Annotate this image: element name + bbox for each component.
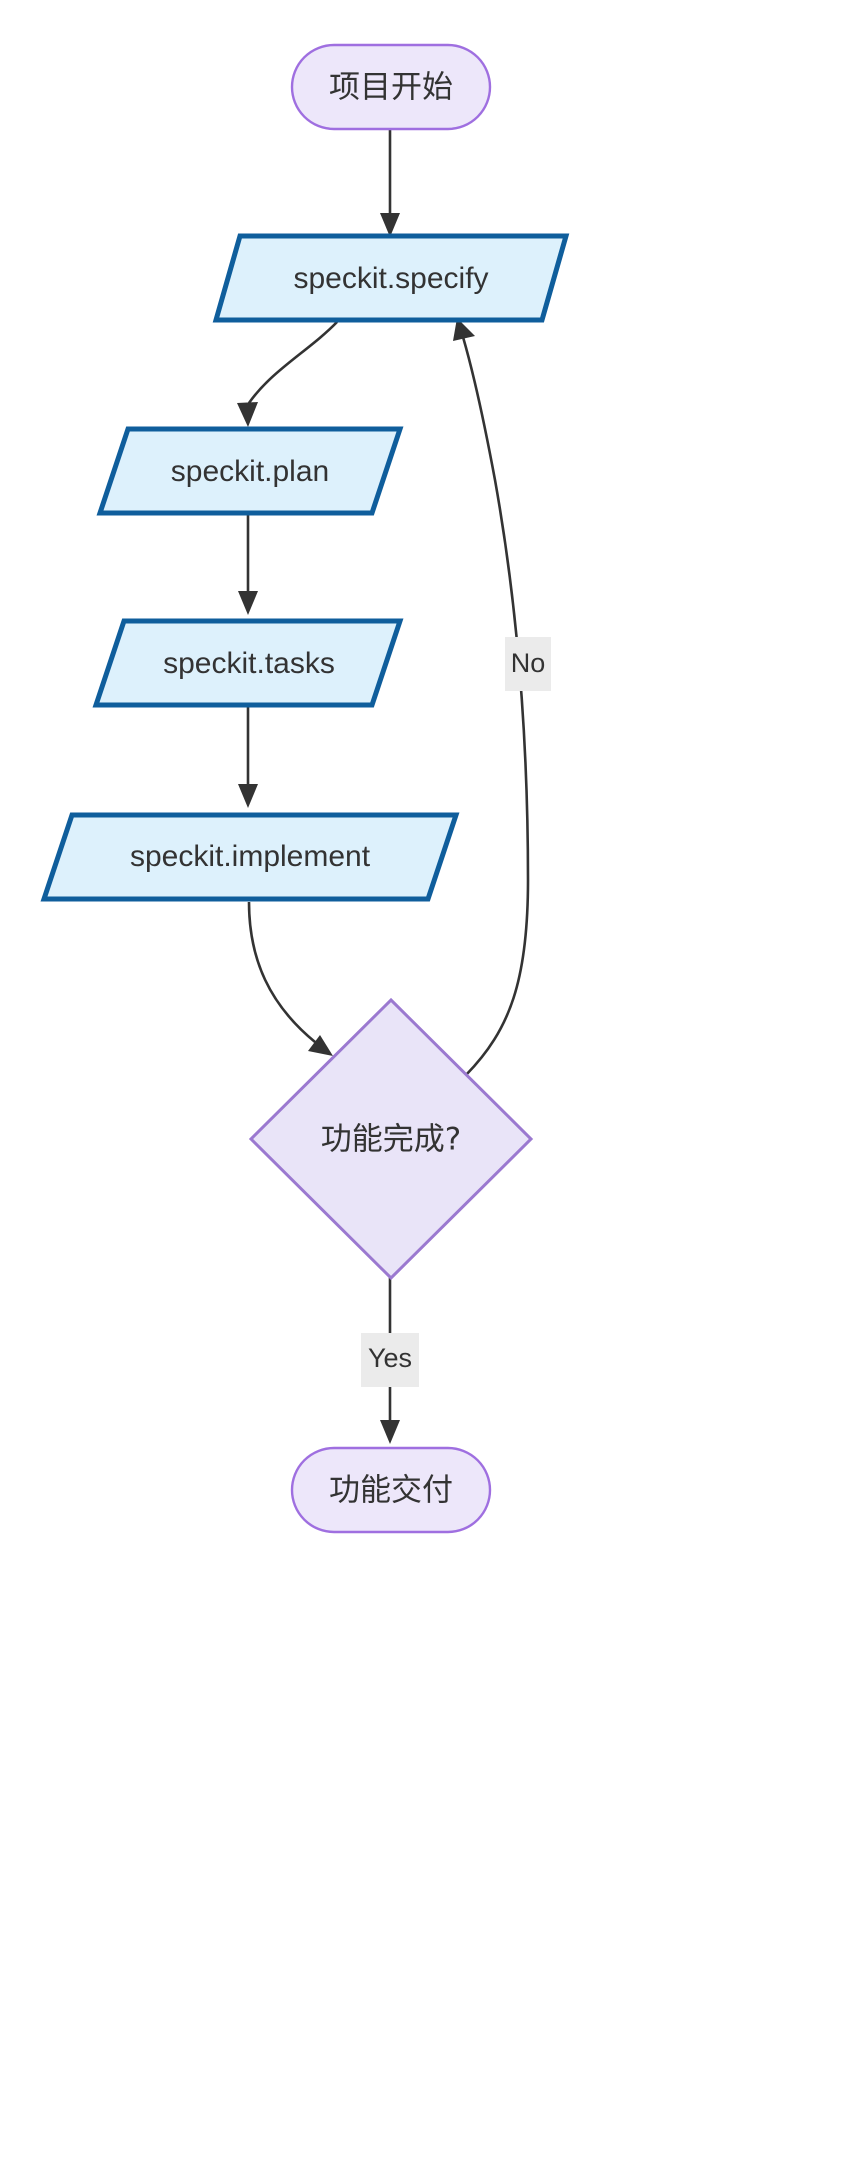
node-implement[interactable]: speckit.implement	[40, 812, 460, 902]
arrowhead-icon	[380, 1420, 400, 1444]
tasks-node-label: speckit.tasks	[163, 647, 335, 680]
tasks-node-shape[interactable]	[92, 618, 404, 708]
node-specify[interactable]: speckit.specify	[212, 233, 570, 323]
end-node-label: 功能交付	[329, 1473, 453, 1509]
node-start[interactable]: 项目开始	[290, 43, 492, 131]
edge-start-to-specify	[380, 128, 400, 237]
arrowhead-icon	[453, 318, 475, 341]
arrowhead-icon	[238, 591, 258, 615]
specify-node-label: speckit.specify	[293, 262, 488, 295]
implement-node-label: speckit.implement	[130, 840, 371, 873]
edge-plan-to-tasks	[238, 515, 258, 615]
edge-line	[247, 321, 338, 404]
start-node-shape[interactable]	[290, 43, 492, 131]
node-tasks[interactable]: speckit.tasks	[92, 618, 404, 708]
edge-line	[461, 336, 530, 1076]
edge-label-yes-text: Yes	[368, 1343, 412, 1373]
start-node-label: 项目开始	[329, 70, 453, 106]
edge-label-no: No	[505, 637, 551, 691]
decision-node-shape[interactable]	[248, 997, 534, 1281]
arrowhead-icon	[237, 402, 258, 427]
implement-node-shape[interactable]	[40, 812, 460, 902]
edge-line	[247, 901, 316, 1044]
plan-node-shape[interactable]	[96, 426, 404, 516]
decision-node-label: 功能完成?	[321, 1122, 461, 1158]
specify-node-shape[interactable]	[212, 233, 570, 323]
node-end[interactable]: 功能交付	[290, 1446, 492, 1534]
arrowhead-icon	[380, 213, 400, 237]
edge-implement-to-decision	[247, 901, 333, 1056]
node-plan[interactable]: speckit.plan	[96, 426, 404, 516]
edge-label-no-text: No	[511, 648, 546, 678]
edge-label-background	[505, 637, 551, 691]
edge-specify-to-plan	[237, 321, 338, 427]
edge-label-background	[361, 1333, 419, 1387]
end-node-shape[interactable]	[290, 1446, 492, 1534]
edge-tasks-to-implement	[238, 707, 258, 808]
plan-node-label: speckit.plan	[171, 455, 329, 488]
arrowhead-icon	[308, 1035, 333, 1056]
node-decision[interactable]: 功能完成?	[248, 997, 534, 1281]
arrowhead-icon	[238, 784, 258, 808]
edge-decision-to-specify-no	[453, 318, 530, 1076]
edge-label-yes: Yes	[361, 1333, 419, 1387]
